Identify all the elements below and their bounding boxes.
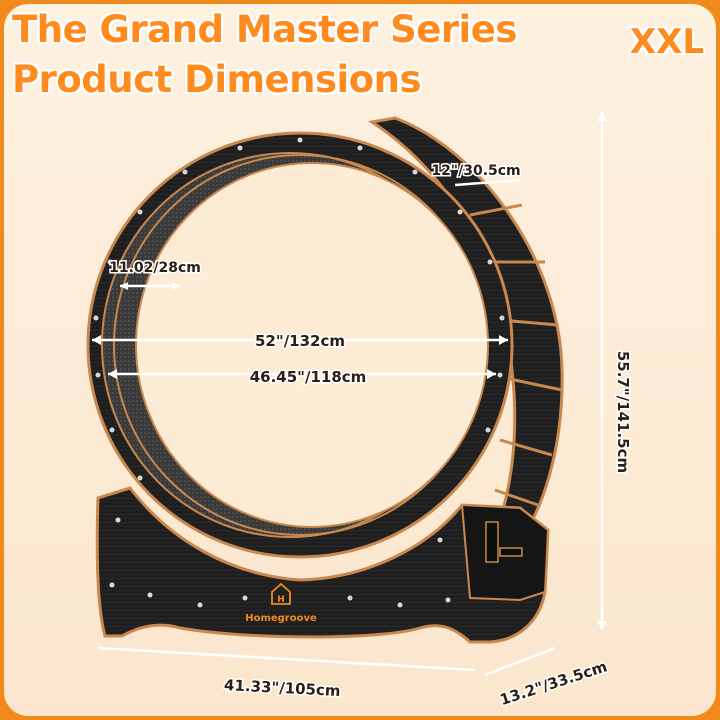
dimension-arrowheads [92,112,607,630]
wheel-base [95,486,550,644]
track-width-label: 11.02/28cm [109,260,201,276]
inner-diameter-label: 46.45"/118cm [250,368,367,386]
brand-logo-letter: H [277,595,285,605]
title-line-1: The Grand Master Series [11,7,518,52]
base-width-label: 41.33"/105cm [224,676,341,700]
title-line-2: Product Dimensions [11,57,422,102]
height-label: 55.7"/141.5cm [614,351,632,473]
depth-top-label: 12"/30.5cm [431,163,520,179]
base-depth-label: 13.2"/33.5cm [497,657,609,709]
size-badge: XXL [629,22,704,62]
outer-diameter-label: 52"/132cm [255,332,345,350]
wheel-ring [86,131,514,559]
dimension-lines [92,112,604,677]
ring-bolts [93,137,505,481]
brand-logo: H Homegroove [245,582,317,624]
brand-name: Homegroove [245,613,317,624]
